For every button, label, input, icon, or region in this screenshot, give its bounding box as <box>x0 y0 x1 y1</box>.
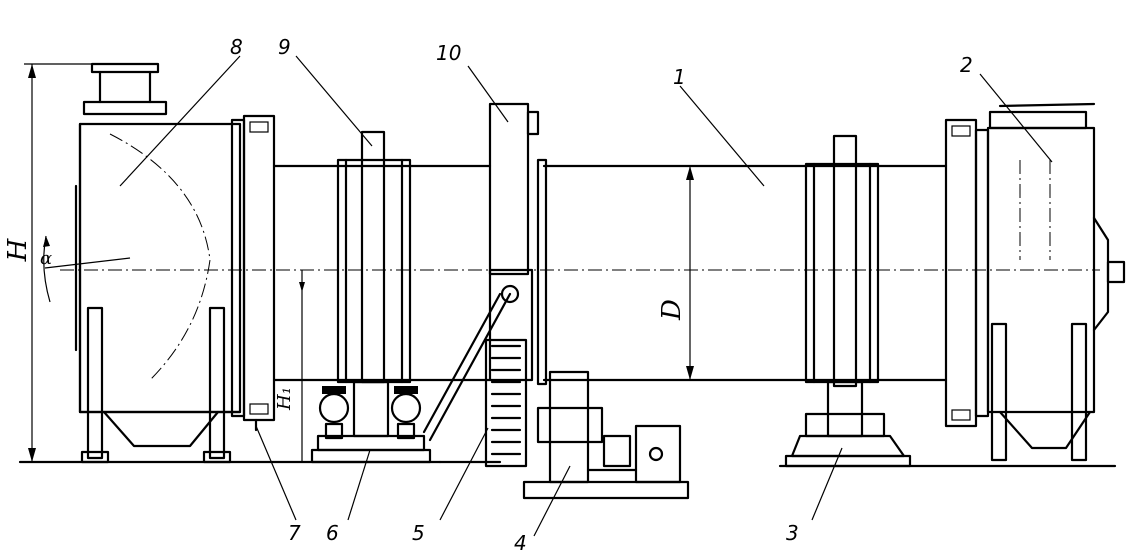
callout-9: 9 <box>278 35 291 59</box>
right-seal <box>944 118 990 428</box>
callout-7: 7 <box>288 521 301 545</box>
right-support <box>784 380 912 468</box>
callout-3: 3 <box>786 521 799 545</box>
pinion-gear <box>422 292 528 468</box>
height-label: H <box>3 237 33 262</box>
axis-height-dimension: H₁ <box>274 270 305 462</box>
left-support <box>310 380 432 464</box>
callout-6: 6 <box>326 521 339 545</box>
unloading-chamber <box>986 102 1126 462</box>
callout-leaders <box>119 55 1053 537</box>
right-tyre <box>804 134 880 388</box>
loading-chamber: α <box>40 62 242 464</box>
callout-numbers: 1 2 3 4 5 6 7 8 9 10 <box>230 35 973 552</box>
callout-4: 4 <box>514 531 527 552</box>
callout-8: 8 <box>230 35 243 59</box>
callout-1: 1 <box>673 65 686 89</box>
angle-label: α <box>40 248 52 269</box>
callout-10: 10 <box>436 41 461 65</box>
left-seal <box>230 114 276 432</box>
diameter-dimension: D <box>657 166 694 380</box>
drive-unit <box>522 370 690 500</box>
height-dimension: H <box>3 63 100 462</box>
drum <box>60 164 1100 382</box>
diameter-label: D <box>657 299 687 321</box>
gear-crown <box>488 102 548 386</box>
ground-line <box>18 460 1117 468</box>
left-tyre <box>336 130 412 384</box>
callout-5: 5 <box>412 521 425 545</box>
axis-height-label: H₁ <box>274 387 295 411</box>
callout-2: 2 <box>960 53 973 77</box>
